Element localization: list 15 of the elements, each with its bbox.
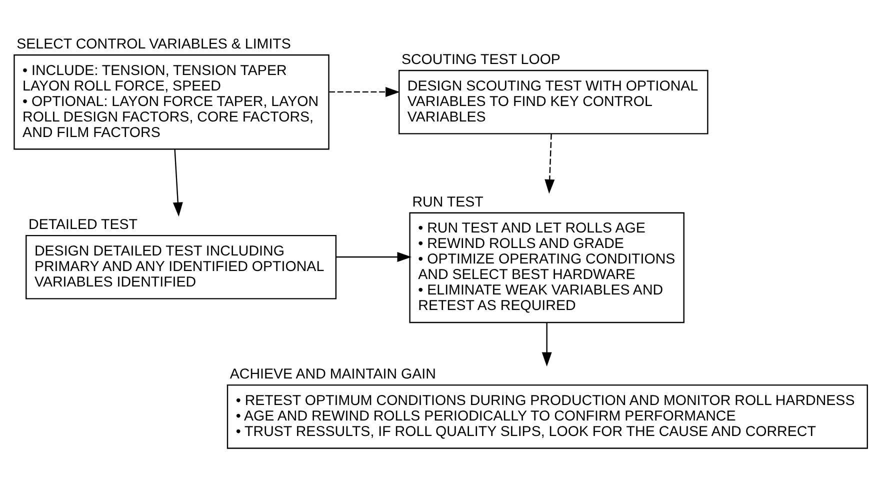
node-box: DESIGN DETAILED TEST INCLUDING PRIMARY AND ANY IDENTIFIED OPTIONAL VARIABLES IDENTIFIED bbox=[25, 234, 336, 300]
node-label: RUN TEST bbox=[412, 194, 483, 210]
arrow bbox=[541, 322, 552, 367]
node-box: • INCLUDE: TENSION, TENSION TAPER LAYON ROLL FORCE, SPEED • OPTIONAL: LAYON FORCE TAPER, LAYON ROLL DESIGN FACTORS, CORE FACTORS, AND FILM FACTORS bbox=[13, 54, 329, 150]
arrow bbox=[172, 150, 182, 217]
node-box: • RETEST OPTIMUM CONDITIONS DURING PRODUCTION AND MONITOR ROLL HARDNESS • AGE AND REWIND ROLLS PERIODICALLY TO CONFIRM PERFORMANCE • TRUST RESSULTS, IF ROLL QUALITY SLIPS, LOOK FOR THE CAUSE AND CORRECT bbox=[226, 384, 868, 449]
arrow bbox=[336, 252, 412, 262]
arrow bbox=[328, 86, 400, 97]
arrow bbox=[544, 134, 554, 194]
node-label: SELECT CONTROL VARIABLES & LIMITS bbox=[16, 36, 290, 53]
node-box: DESIGN SCOUTING TEST WITH OPTIONAL VARIABLES TO FIND KEY CONTROL VARIABLES bbox=[398, 70, 708, 134]
node-box: • RUN TEST AND LET ROLLS AGE • REWIND ROLLS AND GRADE • OPTIMIZE OPERATING CONDITIONS AND SELECT BEST HARDWARE • ELIMINATE WEAK VARIABLES AND RETEST AS REQUIRED bbox=[408, 212, 684, 324]
node-label: DETAILED TEST bbox=[28, 217, 138, 234]
node-label: SCOUTING TEST LOOP bbox=[400, 52, 560, 68]
node-label: ACHIEVE AND MAINTAIN GAIN bbox=[229, 366, 436, 383]
